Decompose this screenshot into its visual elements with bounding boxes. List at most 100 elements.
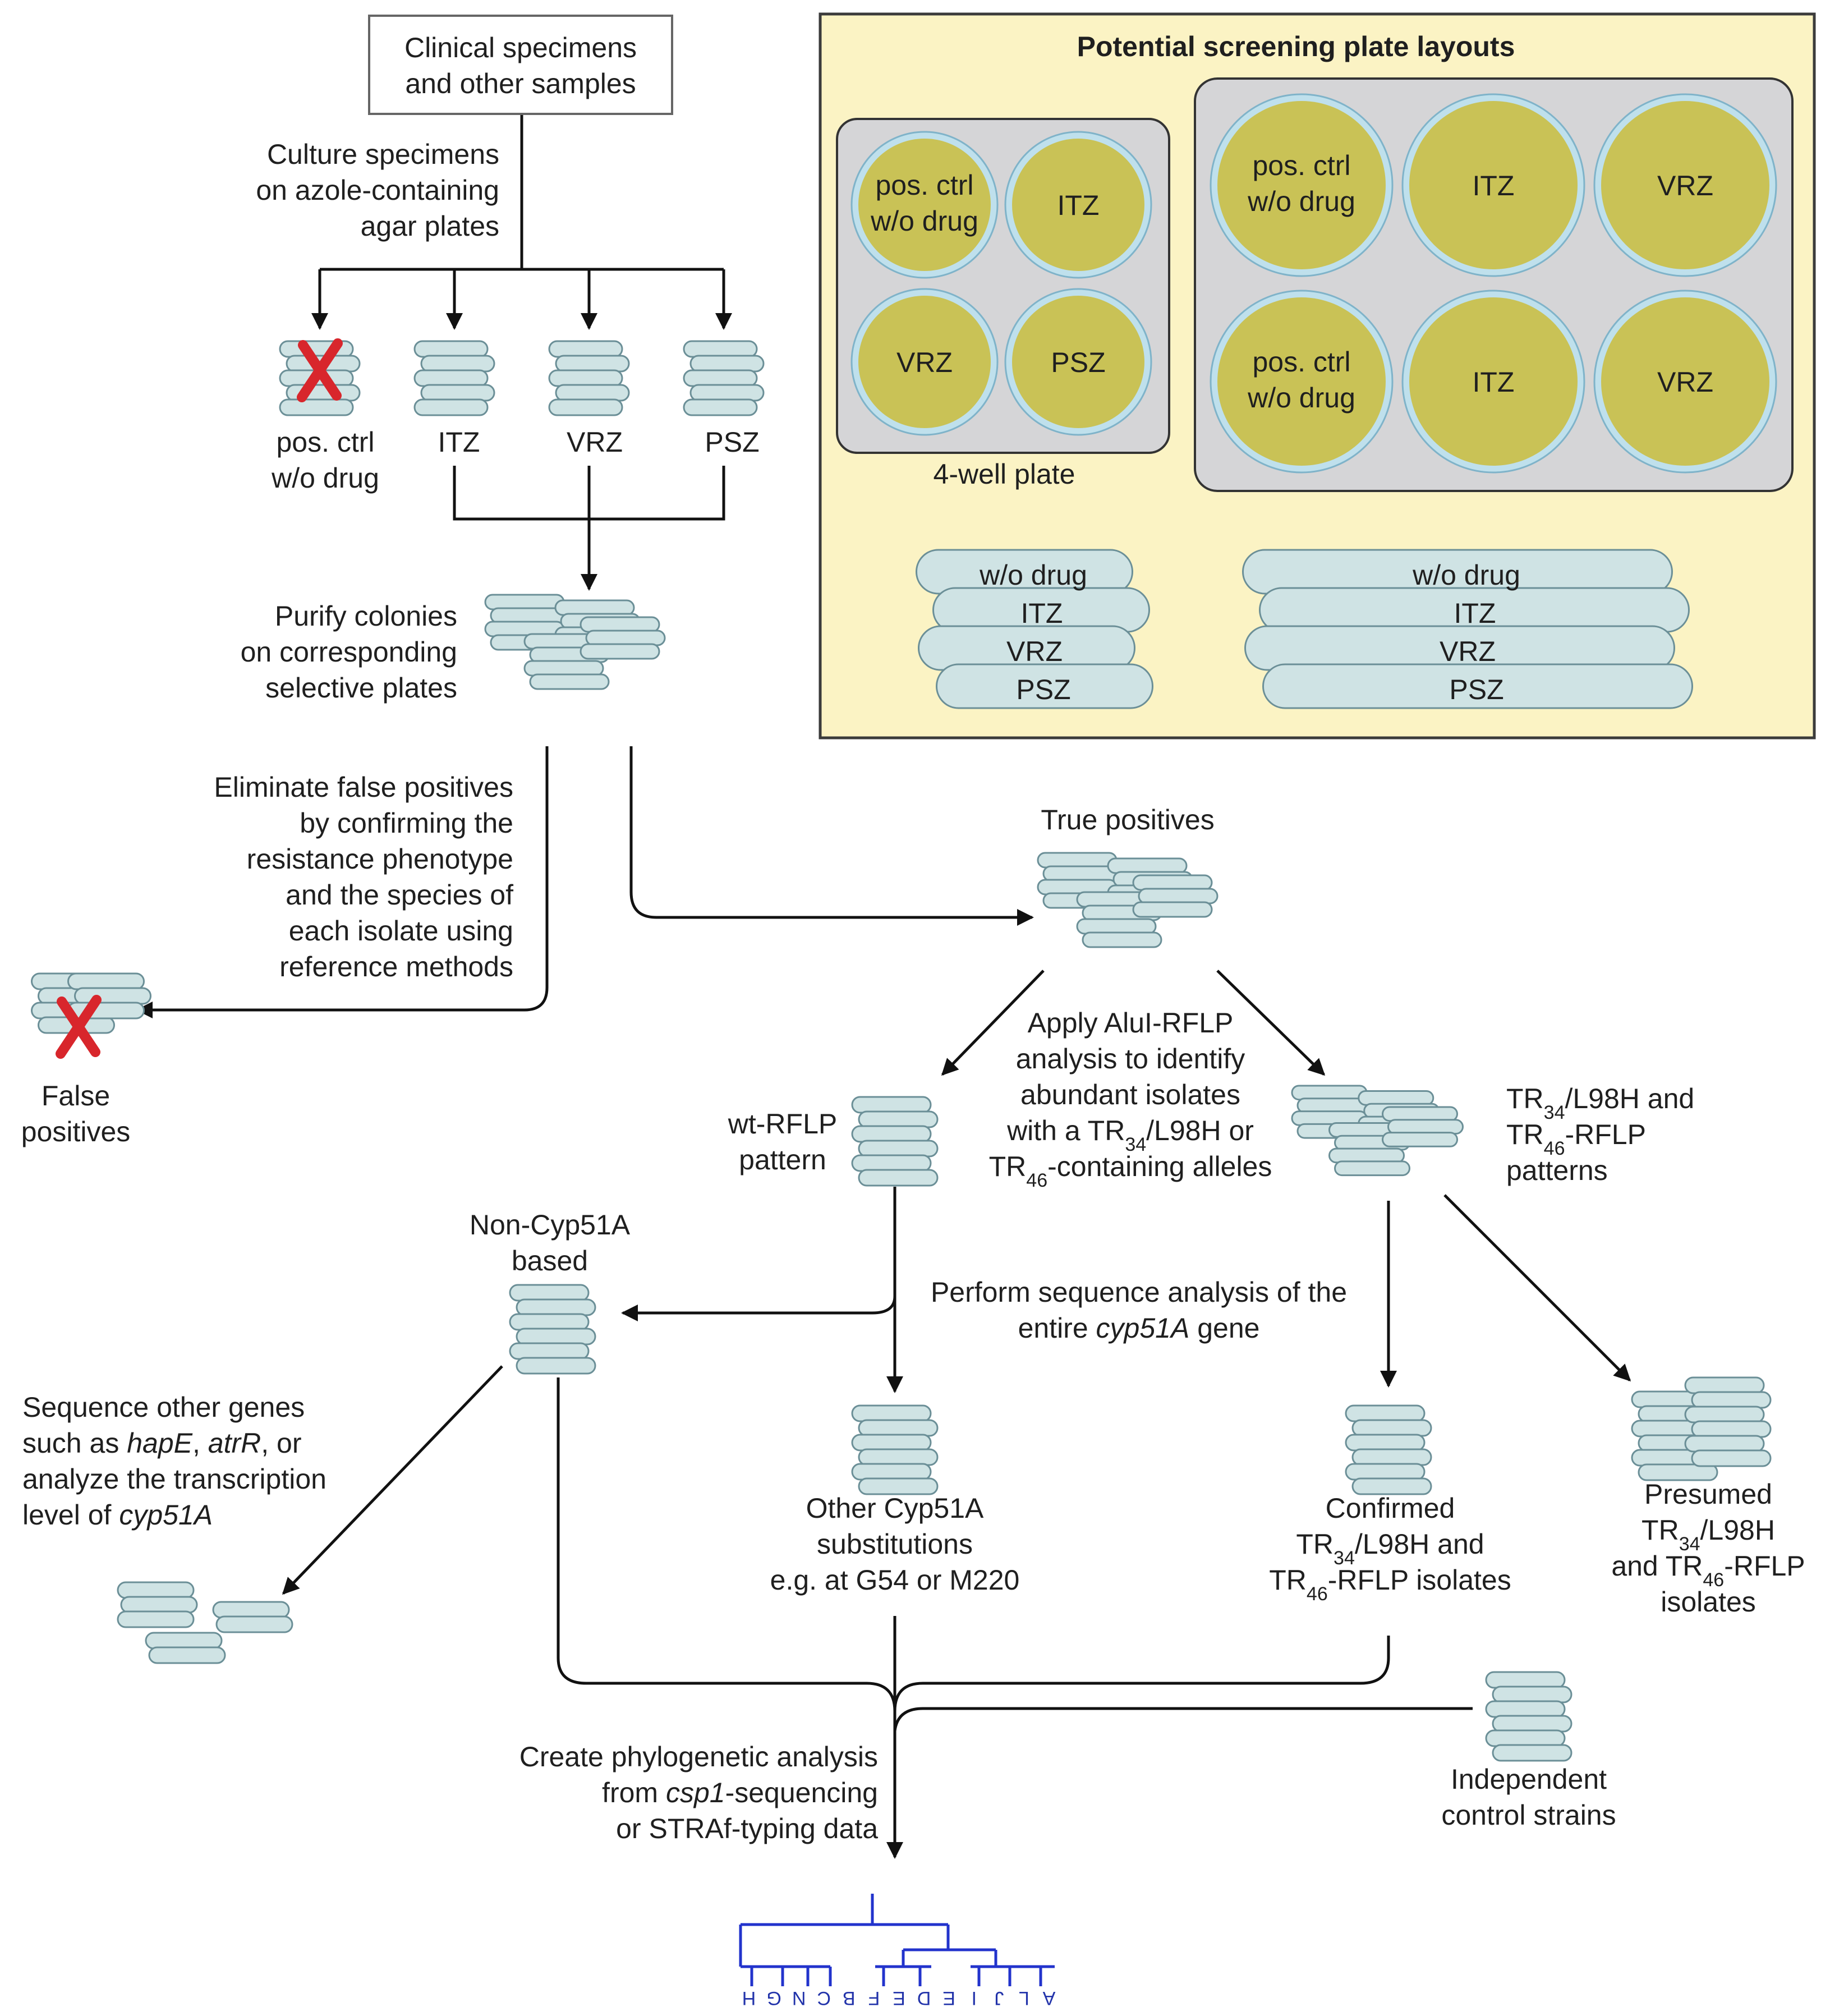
petri-dish (585, 630, 666, 646)
petri-dish (117, 1610, 195, 1628)
petri-dish (851, 1125, 932, 1143)
petri-dish (555, 384, 630, 402)
petri-dish (1345, 1434, 1426, 1452)
tree-leaf-label: C (817, 1987, 831, 2009)
connector-sequence-other (282, 1365, 503, 1595)
petri-dish (420, 384, 495, 402)
petri-dish (1485, 1700, 1566, 1718)
petri-dish (1328, 1147, 1405, 1164)
petri-dish (509, 1313, 590, 1331)
petri-dish (1334, 1160, 1410, 1177)
connector-true-positives (629, 746, 1034, 926)
petri-dish (1107, 857, 1188, 874)
connector-phylo-left (557, 1377, 896, 1712)
well (1409, 297, 1578, 466)
connector-tr-rflp (1216, 970, 1326, 1076)
petri-dish (858, 1169, 939, 1187)
petri-dish (516, 1298, 596, 1316)
red-x-icon (56, 995, 102, 1059)
petri-dish (1132, 874, 1213, 891)
four-well-label: 4-well plate (934, 458, 1075, 490)
petri-dish (523, 660, 604, 677)
petri-dish (516, 1328, 596, 1345)
screening-layout-panel: Potential screening plate layouts pos. ct… (819, 12, 1816, 740)
well (858, 139, 991, 271)
petri-dish (1345, 1463, 1426, 1481)
well (1601, 101, 1769, 269)
petri-dish (120, 1596, 198, 1614)
well-label: VRZ (1657, 170, 1713, 201)
petri-dish (1291, 1085, 1368, 1101)
petri-dish (1138, 888, 1219, 904)
petri-dish (145, 1632, 223, 1650)
confirmed-stack (1345, 1404, 1432, 1495)
petri-dish (851, 1404, 932, 1422)
petri-dish (858, 1110, 939, 1128)
petri-dish (215, 1615, 293, 1633)
petri-dish (1351, 1448, 1432, 1466)
petri-dish (516, 1357, 596, 1375)
petri-dish (1691, 1420, 1772, 1438)
well-label: ITZ (1057, 190, 1100, 221)
tree-leaf-label: A (1042, 1987, 1055, 2009)
well (1601, 297, 1769, 466)
true-positives-label: True positives (1041, 804, 1214, 835)
petri-dish (1382, 1132, 1458, 1147)
connector-false-positives (136, 746, 549, 1018)
vrz-label: VRZ (567, 426, 623, 458)
petri-dish (1132, 901, 1213, 918)
dish-label: ITZ (1454, 598, 1496, 629)
dish-label: VRZ (1006, 636, 1063, 667)
itz-stack (413, 340, 495, 416)
plate-stacks (31, 338, 1772, 1762)
well (1012, 296, 1144, 428)
dish-label: VRZ (1440, 636, 1496, 667)
vrz-stack (548, 340, 630, 416)
panel-title: Potential screening plate layouts (1077, 31, 1515, 62)
labeled-dish (936, 663, 1153, 709)
petri-dish (580, 643, 660, 660)
well (1217, 297, 1386, 466)
well-label: VRZ (896, 347, 953, 378)
petri-dish (1492, 1715, 1572, 1733)
dish-label: w/o drug (1412, 559, 1520, 591)
tree-leaf-label: G (766, 1987, 781, 2009)
connector-phylo-right (893, 1636, 1390, 1712)
petri-dish (1082, 931, 1162, 948)
well (858, 296, 991, 428)
independent-stack (1485, 1671, 1572, 1762)
petri-dish (1351, 1419, 1432, 1437)
petri-dish (1382, 1106, 1458, 1122)
petri-dish (420, 355, 495, 373)
petri-dish (1351, 1477, 1432, 1495)
itz-label: ITZ (438, 426, 480, 458)
petri-dish (858, 1419, 939, 1437)
tree-leaf-label: I (972, 1987, 977, 2009)
petri-dish (851, 1154, 932, 1172)
petri-dish (1691, 1391, 1772, 1409)
petri-dish (858, 1448, 939, 1466)
well-label: PSZ (1051, 347, 1105, 378)
petri-dish (851, 1096, 932, 1114)
well (1012, 139, 1144, 271)
petri-dish (548, 398, 623, 416)
petri-dish (689, 355, 765, 373)
wt-rflp-stack (851, 1096, 939, 1187)
